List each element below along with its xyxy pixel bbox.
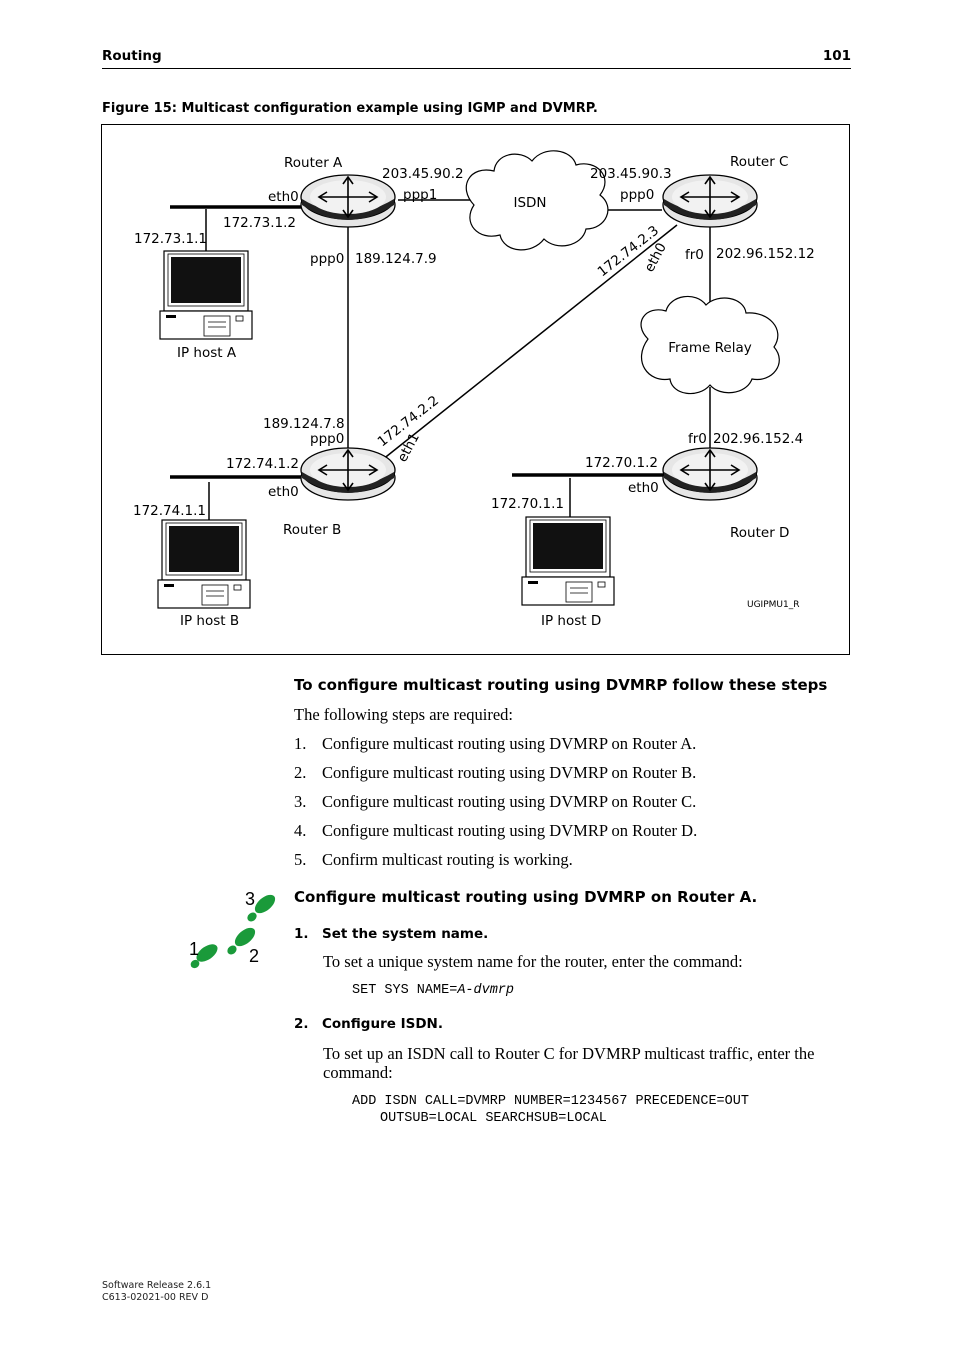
- step-list-item: 5. Confirm multicast routing is working.: [294, 850, 573, 870]
- step-list-item: 3. Configure multicast routing using DVMR…: [294, 792, 696, 812]
- procedure-heading: To configure multicast routing using DVM…: [294, 676, 828, 694]
- host-b-ip: 172.74.1.1: [133, 503, 206, 519]
- code-text: SET SYS NAME=: [352, 983, 458, 998]
- b-eth0-label: eth0: [268, 484, 299, 500]
- step-text: Configure multicast routing using DVMRP …: [322, 734, 697, 753]
- host-b-label: IP host B: [180, 613, 239, 629]
- code-variable: A-dvmrp: [457, 983, 515, 998]
- host-d-label: IP host D: [541, 613, 601, 629]
- step-number: 5.: [294, 850, 307, 869]
- a-ppp0-label: ppp0: [310, 251, 344, 267]
- a-eth0-ip: 172.73.1.2: [223, 215, 296, 231]
- host-a-icon: [159, 250, 253, 340]
- footstep-number-3: 3: [245, 889, 255, 909]
- isdn-label: ISDN: [513, 195, 546, 211]
- router-d-label: Router D: [730, 525, 789, 541]
- host-b-icon: [157, 519, 251, 609]
- substep-description: To set up an ISDN call to Router C for D…: [323, 1044, 815, 1063]
- page-number: 101: [822, 48, 851, 64]
- a-ppp1-ip: 203.45.90.2: [382, 166, 464, 182]
- footstep-number-1: 1: [189, 939, 199, 959]
- step-text: Configure multicast routing using DVMRP …: [322, 792, 697, 811]
- step-text: Configure multicast routing using DVMRP …: [322, 763, 697, 782]
- host-d-ip: 172.70.1.1: [491, 496, 564, 512]
- host-a-label: IP host A: [177, 345, 237, 361]
- network-diagram: ISDN Frame Relay Router A Router C Route…: [101, 124, 850, 655]
- d-eth0-ip: 172.70.1.2: [585, 455, 658, 471]
- router-b-icon: [300, 447, 396, 501]
- c-ppp0-label: ppp0: [620, 187, 654, 203]
- router-a-label: Router A: [284, 155, 343, 171]
- c-ppp0-ip: 203.45.90.3: [590, 166, 672, 182]
- b-eth0-ip: 172.74.1.2: [226, 456, 299, 472]
- frame-relay-label: Frame Relay: [668, 340, 751, 356]
- code-line: OUTSUB=LOCAL SEARCHSUB=LOCAL: [380, 1111, 607, 1126]
- figure-caption: Figure 15: Multicast configuration examp…: [102, 101, 598, 116]
- step-list-item: 1. Configure multicast routing using DVMR…: [294, 734, 696, 754]
- footer-release: Software Release 2.6.1: [102, 1280, 212, 1291]
- substep-title: 1. Set the system name.: [294, 926, 488, 942]
- step-text: Confirm multicast routing is working.: [322, 850, 573, 869]
- substep-title-text: Set the system name.: [322, 926, 489, 942]
- subsection-heading: Configure multicast routing using DVMRP …: [294, 888, 758, 906]
- host-d-icon: [521, 516, 615, 606]
- substep-title: 2. Configure ISDN.: [294, 1016, 443, 1032]
- b-ppp0-label: ppp0: [310, 431, 344, 447]
- footsteps-icon: 3 1 2: [189, 889, 276, 969]
- c-fr0-label: fr0: [685, 247, 704, 263]
- d-fr0-label: fr0: [688, 431, 707, 447]
- router-c-icon: [662, 174, 758, 228]
- figure-ref-code: UGIPMU1_R: [747, 600, 799, 610]
- step-list-item: 4. Configure multicast routing using DVMR…: [294, 821, 697, 841]
- step-number: 4.: [294, 821, 307, 840]
- step-text: Configure multicast routing using DVMRP …: [322, 821, 698, 840]
- connection-lines: [205, 199, 711, 525]
- b-ppp0-ip: 189.124.7.8: [263, 416, 345, 432]
- router-a-icon: [300, 174, 396, 228]
- router-d-icon: [662, 447, 758, 501]
- a-ppp0-ip: 189.124.7.9: [355, 251, 437, 267]
- substep-description: To set a unique system name for the rout…: [323, 952, 743, 971]
- step-number: 1.: [294, 734, 307, 753]
- footstep-number-2: 2: [249, 946, 259, 966]
- substep-number: 1.: [294, 926, 309, 942]
- step-number: 2.: [294, 763, 307, 782]
- code-block: SET SYS NAME=A-dvmrp: [352, 983, 514, 998]
- frame-relay-cloud: Frame Relay: [640, 295, 780, 395]
- header-divider: [102, 68, 851, 69]
- host-a-ip: 172.73.1.1: [134, 231, 207, 247]
- c-fr0-ip: 202.96.152.12: [716, 246, 815, 262]
- d-eth0-label: eth0: [628, 480, 659, 496]
- step-list-item: 2. Configure multicast routing using DVMR…: [294, 763, 696, 783]
- step-number: 3.: [294, 792, 307, 811]
- code-line: ADD ISDN CALL=DVMRP NUMBER=1234567 PRECE…: [352, 1094, 749, 1109]
- substep-number: 2.: [294, 1016, 309, 1032]
- router-c-label: Router C: [730, 154, 788, 170]
- procedure-intro: The following steps are required:: [294, 705, 514, 724]
- substep-description-continued: command:: [323, 1063, 393, 1082]
- a-ppp1-label: ppp1: [403, 187, 437, 203]
- footer-doc-number: C613-02021-00 REV D: [102, 1292, 209, 1303]
- isdn-cloud: ISDN: [465, 150, 609, 251]
- d-fr0-ip: 202.96.152.4: [713, 431, 803, 447]
- router-b-label: Router B: [283, 522, 341, 538]
- a-eth0-label: eth0: [268, 189, 299, 205]
- header-section-title: Routing: [102, 48, 162, 64]
- substep-title-text: Configure ISDN.: [322, 1016, 443, 1032]
